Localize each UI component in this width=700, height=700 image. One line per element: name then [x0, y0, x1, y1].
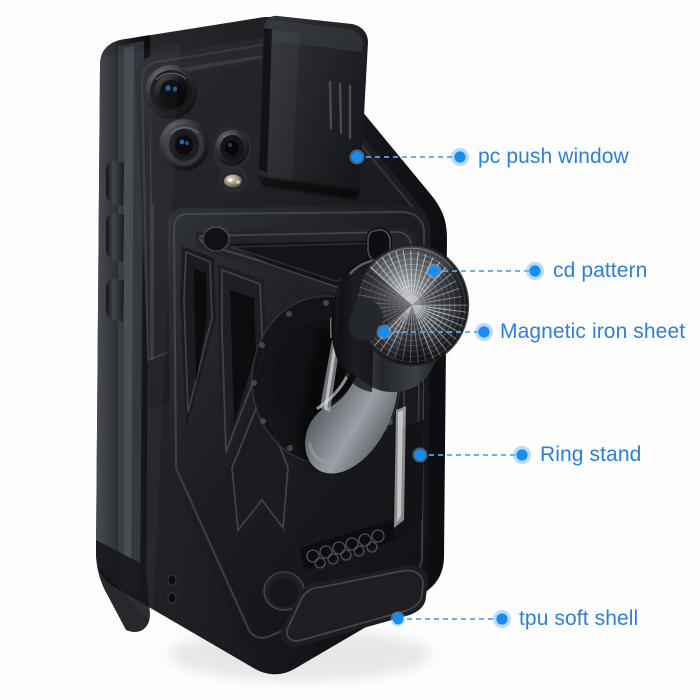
camera-lens-third-and-flash: [212, 126, 252, 194]
label-magnetic-iron-sheet[interactable]: Magnetic iron sheet: [500, 320, 686, 343]
pc-push-window-slider[interactable]: [259, 15, 368, 201]
annotation-dot-endpoint-ring-stand[interactable]: [516, 449, 528, 461]
annotation-dot-source-pc-push-window[interactable]: [351, 151, 363, 163]
camera-lens-main: [145, 65, 197, 119]
armor-bottom-lip: [280, 565, 428, 647]
label-tpu-soft-shell[interactable]: tpu soft shell: [519, 607, 639, 630]
annotation-dot-endpoint-tpu-soft-shell[interactable]: [496, 613, 508, 625]
annotation-dot-source-magnetic-iron-sheet[interactable]: [378, 326, 390, 338]
annotation-dot-endpoint-magnetic-iron-sheet[interactable]: [478, 326, 490, 338]
slider-grip-ridges: [328, 80, 352, 140]
label-cd-pattern[interactable]: cd pattern: [553, 259, 648, 282]
magnetic-ring-drum[interactable]: [331, 243, 474, 393]
bottom-speaker-holes: [167, 574, 177, 604]
annotation-dot-source-cd-pattern[interactable]: [428, 265, 440, 277]
label-ring-stand[interactable]: Ring stand: [540, 443, 642, 466]
cd-pattern-disc: [348, 243, 470, 367]
annotation-dot-endpoint-cd-pattern[interactable]: [529, 265, 541, 277]
honeycomb-vent: [300, 520, 396, 570]
side-buttons[interactable]: [106, 160, 124, 322]
annotation-dot-source-ring-stand[interactable]: [414, 449, 426, 461]
armor-round-recess: [263, 571, 305, 611]
annotation-dot-endpoint-pc-push-window[interactable]: [454, 151, 466, 163]
label-pc-push-window[interactable]: pc push window: [478, 145, 629, 168]
camera-lens-secondary: [159, 119, 209, 171]
camera-module: [145, 63, 262, 205]
armor-left-facets: [180, 246, 292, 542]
annotation-dot-source-tpu-soft-shell[interactable]: [392, 613, 404, 625]
